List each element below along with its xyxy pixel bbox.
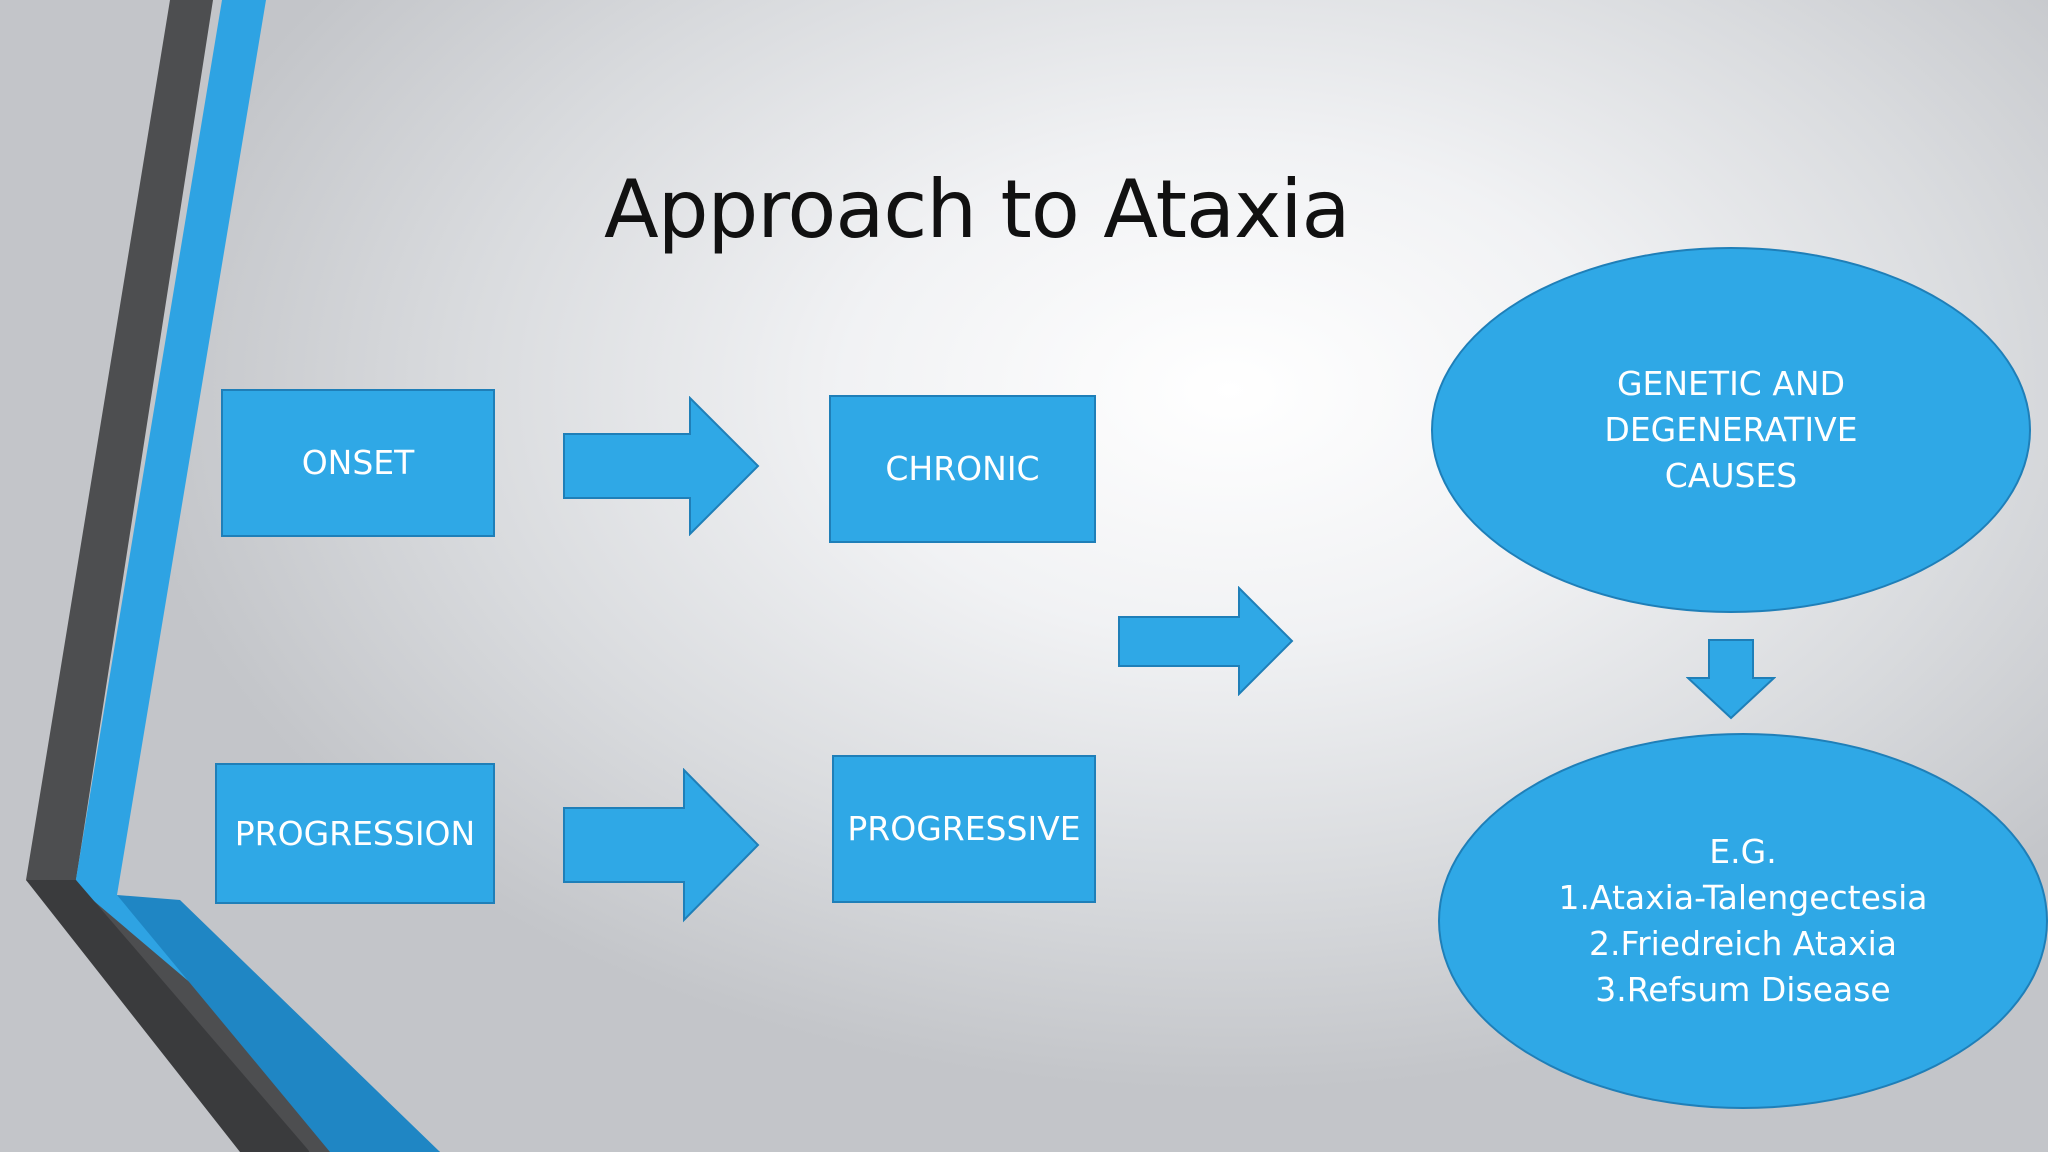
- progression-box: PROGRESSION: [215, 763, 495, 904]
- examples-line-2: 1.Ataxia-Talengectesia: [1558, 878, 1928, 917]
- causes-line-2: DEGENERATIVE: [1604, 410, 1858, 449]
- causes-line-3: CAUSES: [1664, 456, 1798, 495]
- slide-title: Approach to Ataxia: [604, 163, 1351, 256]
- right-arrow-icon: [1118, 586, 1294, 696]
- right-arrow-icon: [563, 768, 760, 923]
- examples-line-3: 2.Friedreich Ataxia: [1589, 924, 1897, 963]
- causes-line-1: GENETIC AND: [1616, 364, 1846, 403]
- down-arrow-icon: [1686, 639, 1776, 720]
- examples-oval: E.G. 1.Ataxia-Talengectesia 2.Friedreich…: [1438, 733, 2048, 1109]
- blue-stripe: [75, 0, 440, 1152]
- dark-stripe: [26, 0, 440, 1152]
- progressive-label: PROGRESSIVE: [847, 809, 1081, 848]
- examples-line-4: 3.Refsum Disease: [1595, 970, 1891, 1009]
- chronic-label: CHRONIC: [885, 449, 1040, 488]
- examples-line-1: E.G.: [1709, 832, 1777, 871]
- blue-base-stripe: [117, 895, 440, 1152]
- dark-base-stripe: [26, 880, 310, 1152]
- progressive-box: PROGRESSIVE: [832, 755, 1096, 903]
- causes-oval: GENETIC AND DEGENERATIVE CAUSES: [1431, 247, 2031, 613]
- onset-label: ONSET: [301, 443, 415, 482]
- progression-label: PROGRESSION: [234, 813, 476, 853]
- onset-box: ONSET: [221, 389, 495, 537]
- chronic-box: CHRONIC: [829, 395, 1096, 543]
- right-arrow-icon: [563, 396, 760, 536]
